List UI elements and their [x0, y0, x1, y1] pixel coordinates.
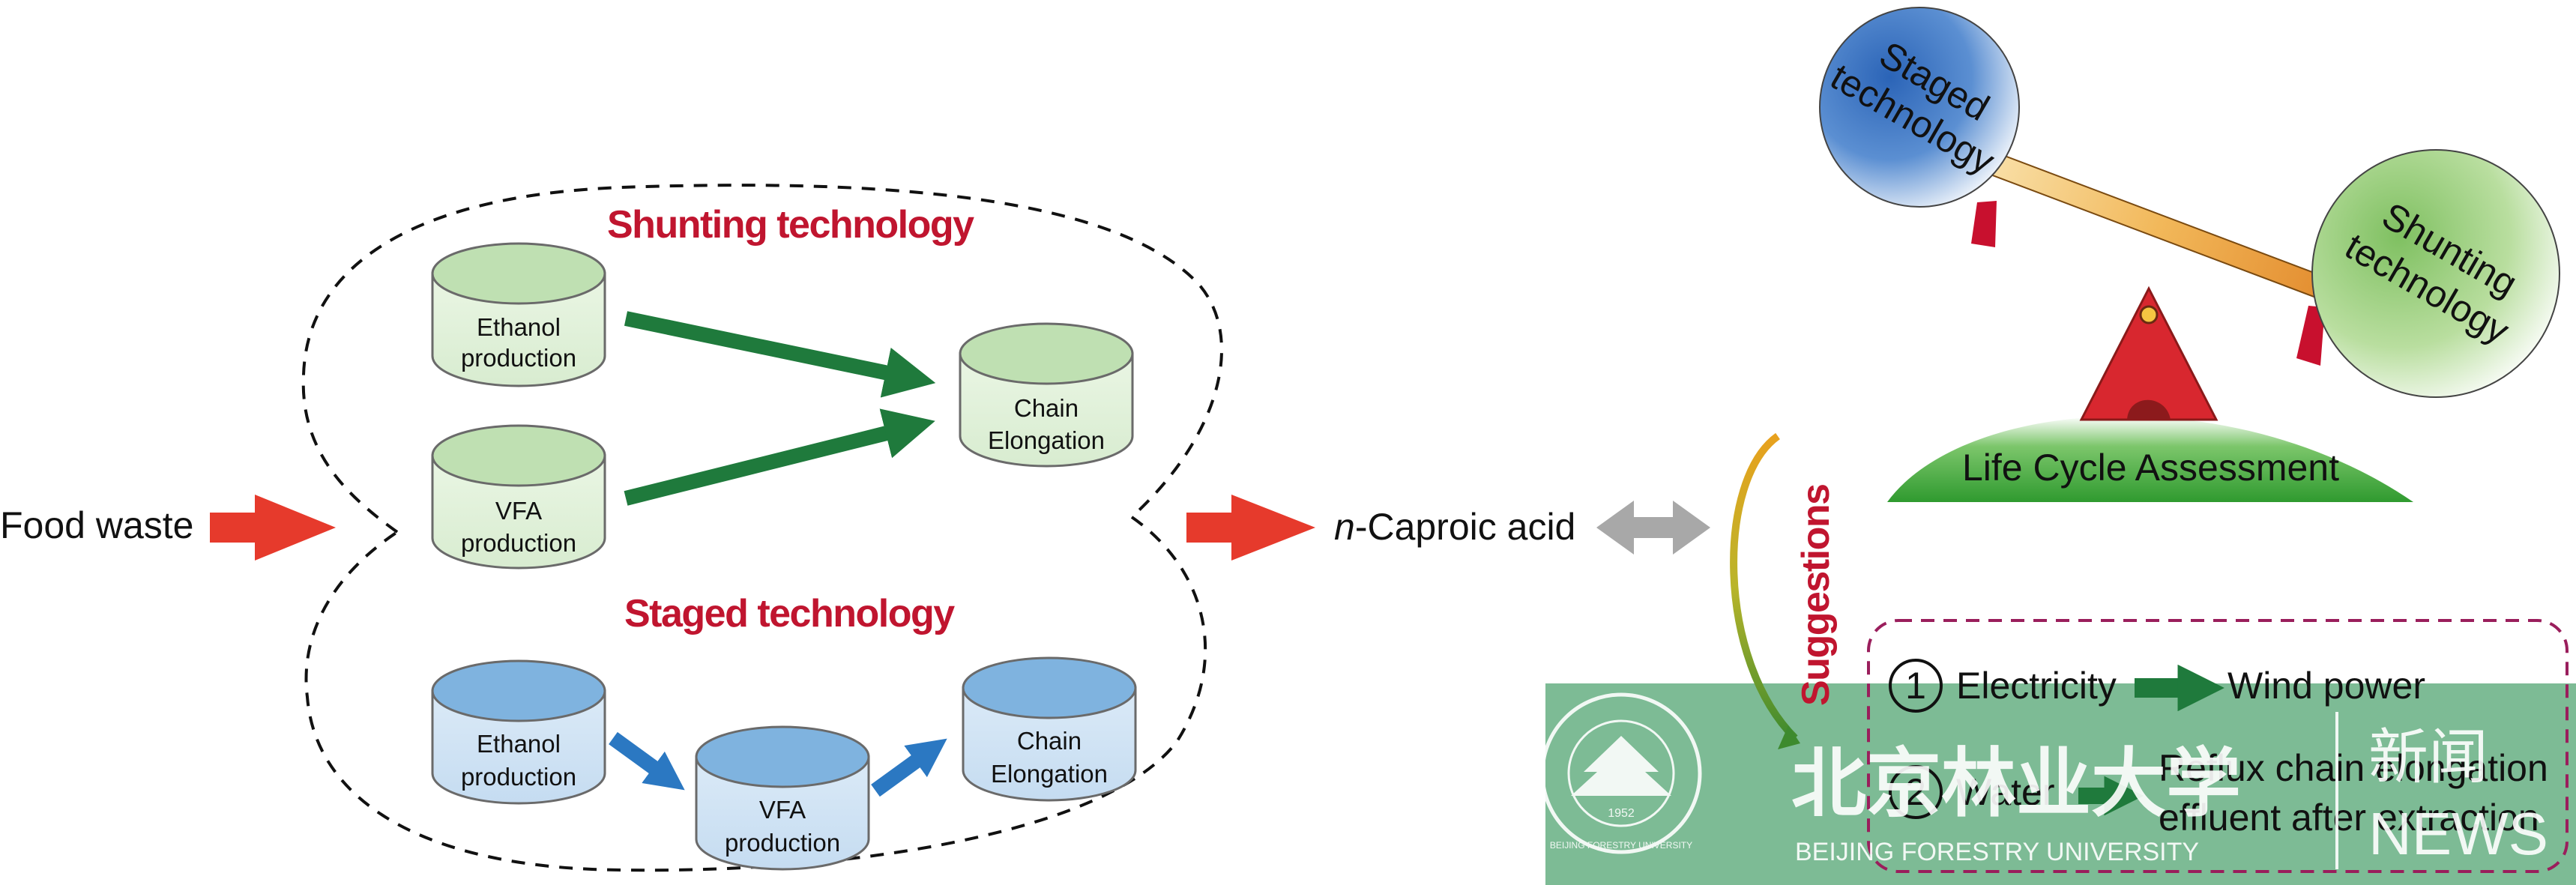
university-name-en: BEIJING FORESTRY UNIVERSITY [1795, 838, 2199, 866]
shunting-ethanol-vessel: Ethanol production [431, 242, 606, 387]
left-ball-support [1971, 201, 1997, 247]
shunting-arrow-ethanol-to-chain [624, 311, 936, 398]
suggestion-1-number: 1 [1905, 665, 1926, 707]
shunting-vfa-line1: VFA [495, 497, 542, 525]
staged-chain-line2: Elongation [991, 760, 1108, 788]
product-label: n-Caproic acid [1334, 506, 1575, 548]
suggestion-1-to: Wind power [2227, 665, 2425, 707]
staged-vfa-line2: production [725, 829, 840, 857]
watermark-banner [1545, 683, 2576, 885]
university-seal: 1952 BEIJING FORESTRY UNIVERSITY [1540, 692, 1702, 854]
shunting-ethanol-line2: production [461, 344, 576, 372]
dashed-process-boundary [301, 184, 1223, 872]
shunting-vfa-line2: production [461, 529, 576, 557]
suggestion-2-to-line1: Reflux chain elongation [2159, 747, 2548, 789]
lca-hill [1887, 416, 2413, 502]
lca-label: Life Cycle Assessment [1962, 447, 2339, 489]
suggestions-curve-arrow [1730, 432, 1798, 741]
staged-arrow-ethanol-to-vfa [609, 731, 685, 791]
staged-vfa-vessel: VFA production [695, 725, 870, 871]
fulcrum-pivot [2139, 305, 2159, 324]
shunting-chain-line2: Elongation [988, 426, 1105, 454]
staged-vfa-line1: VFA [759, 796, 806, 824]
news-en: NEWS [2368, 800, 2548, 867]
shunting-chain-vessel: Chain Elongation [959, 322, 1134, 468]
output-arrow [1186, 495, 1315, 561]
staged-technology-ball [1819, 7, 2020, 208]
fulcrum-notch [2127, 399, 2171, 420]
shunting-ethanol-line1: Ethanol [477, 313, 561, 341]
shunting-arrow-vfa-to-chain [624, 408, 935, 506]
suggestions-curve-head [1778, 725, 1800, 749]
suggestion-1-marker [1889, 659, 1943, 713]
shunting-technology-title: Shunting technology [607, 203, 974, 247]
right-ball-support [2296, 306, 2325, 366]
suggestion-2-to-line2: effluent after extraction [2159, 797, 2539, 839]
shunting-vfa-vessel: VFA production [431, 424, 606, 570]
staged-chain-line1: Chain [1017, 727, 1082, 755]
university-name-cn: 北京林业大学 [1791, 742, 2241, 826]
food-waste-arrow [210, 495, 336, 561]
staged-ethanol-line2: production [461, 763, 576, 791]
product-prefix: n [1334, 506, 1355, 548]
suggestion-1-from: Electricity [1956, 665, 2117, 707]
suggestions-title: Suggestions [1794, 484, 1838, 706]
shunting-chain-line1: Chain [1014, 394, 1079, 422]
product-rest: -Caproic acid [1355, 506, 1576, 548]
bidirectional-arrow [1596, 501, 1710, 555]
suggestion-2-from: Water [1956, 771, 2055, 813]
news-cn: 新闻 [2368, 724, 2488, 791]
staged-technology-title: Staged technology [624, 592, 955, 635]
staged-chain-vessel: Chain Elongation [962, 656, 1137, 802]
food-waste-label: Food waste [0, 504, 193, 546]
staged-arrow-vfa-to-chain [871, 738, 947, 797]
shunting-technology-ball [2311, 149, 2560, 398]
staged-ethanol-line1: Ethanol [477, 730, 561, 758]
seal-text: BEIJING FORESTRY UNIVERSITY [1550, 840, 1692, 851]
suggestion-2-marker [1889, 765, 1943, 819]
staged-ethanol-vessel: Ethanol production [431, 659, 606, 805]
seal-year: 1952 [1608, 807, 1635, 820]
suggestion-2-number: 2 [1905, 771, 1926, 813]
suggestions-dashed-box [1867, 619, 2569, 873]
